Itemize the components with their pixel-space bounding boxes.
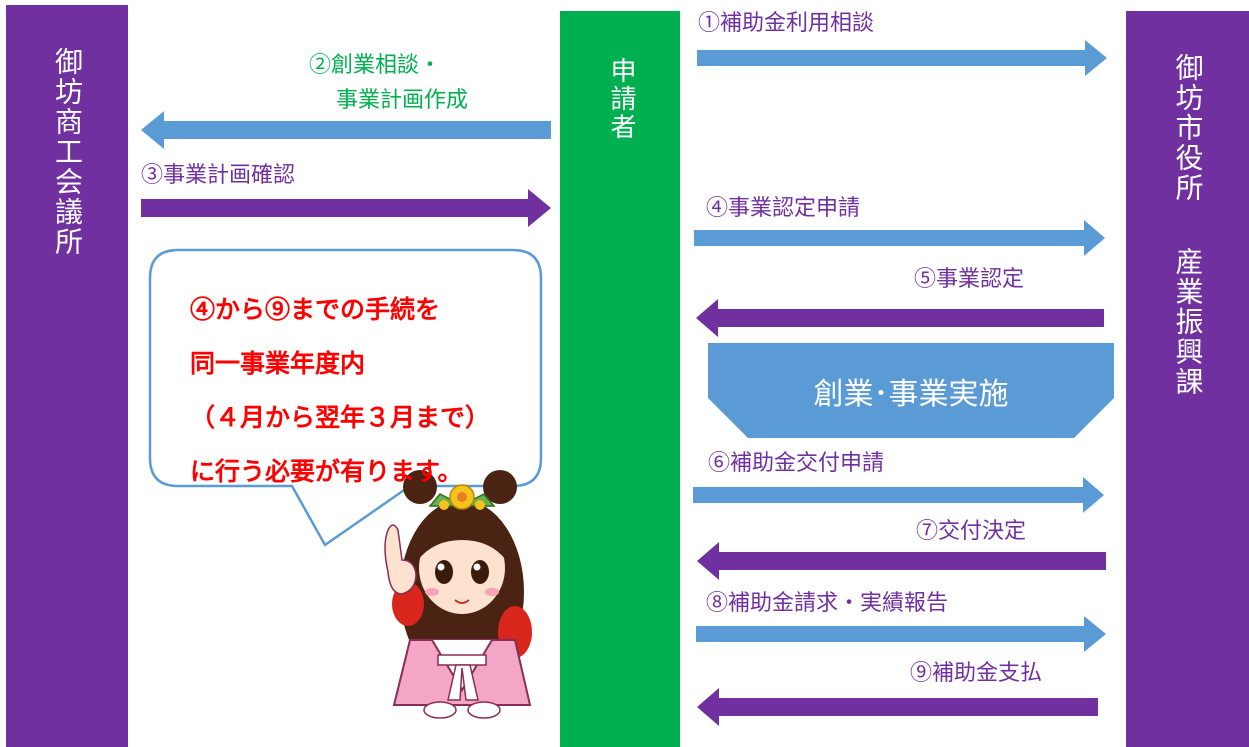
- arrow-step-2: [141, 111, 551, 149]
- implementation-band: [708, 343, 1114, 438]
- step-1-label: ①補助金利用相談: [698, 11, 875, 36]
- arrow-step-6: [693, 477, 1104, 513]
- arrow-step-9: [697, 688, 1098, 726]
- arrow-step-5: [696, 299, 1104, 337]
- applicant-column: 申請者: [560, 11, 680, 747]
- arrow-step-3: [141, 189, 551, 227]
- industry-division-label: 産業振興課: [1171, 247, 1205, 397]
- arrow-step-7: [697, 542, 1106, 580]
- implementation-label: 創業･事業実施: [813, 376, 1009, 412]
- mascot-character-icon: [384, 470, 532, 719]
- city-hall-column: 御坊市役所 産業振興課: [1126, 11, 1249, 747]
- chamber-of-commerce-label: 御坊商工会議所: [51, 47, 84, 257]
- procedure-note: ④から⑨までの手続を 同一事業年度内 （４月から翌年３月まで） に行う必要が有り…: [190, 283, 490, 499]
- step-3-label: ③事業計画確認: [141, 163, 296, 188]
- arrow-step-4: [694, 220, 1105, 256]
- speech-bubble: [148, 248, 543, 547]
- arrow-step-8: [696, 616, 1106, 652]
- note-line-2: 同一事業年度内: [190, 349, 366, 378]
- step-9-label: ⑨補助金支払: [910, 661, 1043, 686]
- city-hall-label: 御坊市役所: [1171, 53, 1205, 203]
- note-line-1: ④から⑨までの手続を: [190, 295, 441, 324]
- step-8-label: ⑧補助金請求・実績報告: [706, 591, 949, 616]
- step-2-label-line2: 事業計画作成: [336, 88, 469, 113]
- step-4-label: ④事業認定申請: [706, 196, 861, 221]
- note-line-3: （４月から翌年３月まで）: [190, 403, 491, 432]
- arrow-step-1: [697, 40, 1107, 76]
- step-6-label: ⑥補助金交付申請: [708, 451, 885, 476]
- note-line-4: に行う必要が有ります。: [190, 457, 463, 486]
- applicant-label: 申請者: [605, 57, 636, 141]
- step-2-label-line1: ②創業相談・: [309, 53, 442, 78]
- step-5-label: ⑤事業認定: [914, 267, 1025, 292]
- chamber-of-commerce-column: 御坊商工会議所: [6, 5, 128, 747]
- step-7-label: ⑦交付決定: [916, 519, 1027, 544]
